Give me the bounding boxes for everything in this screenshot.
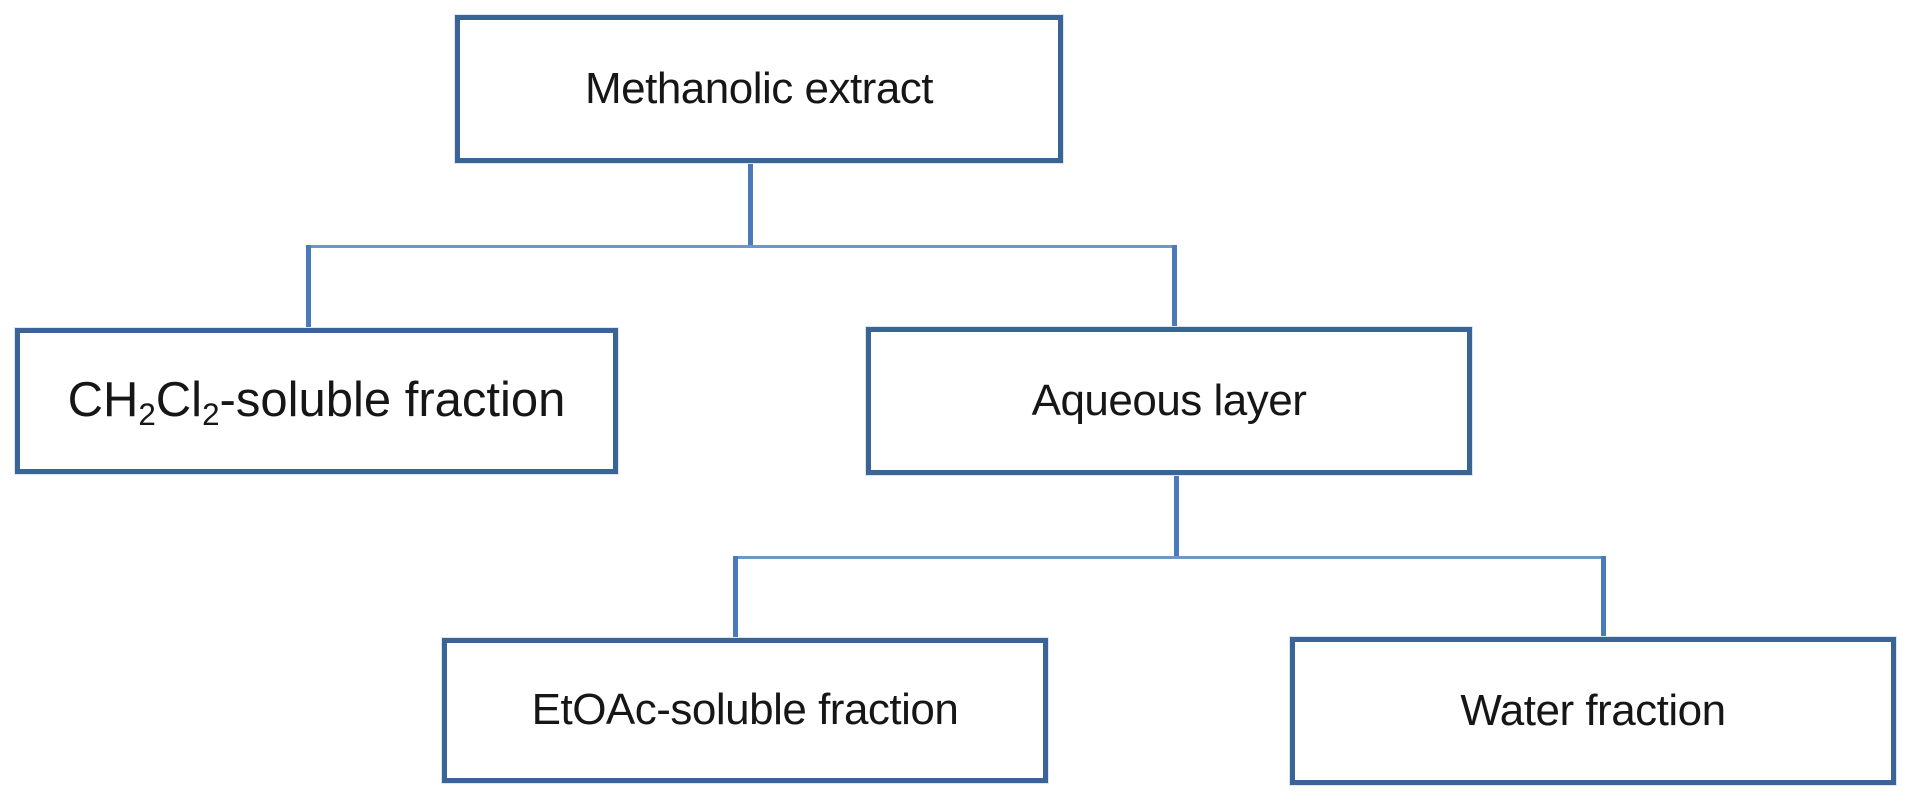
connector-rail-level-1 xyxy=(307,245,1176,248)
connector-drop-to-ch2cl2 xyxy=(306,245,311,330)
connector-methanolic-down xyxy=(748,161,753,248)
connector-drop-to-etoac xyxy=(733,556,738,640)
node-methanolic-extract: Methanolic extract xyxy=(455,15,1063,163)
connector-drop-to-aqueous xyxy=(1172,245,1177,329)
node-aqueous-layer: Aqueous layer xyxy=(866,327,1472,475)
connector-aqueous-down xyxy=(1174,473,1179,559)
node-ch2cl2-soluble-fraction: CH2Cl2-soluble fraction xyxy=(15,328,618,474)
node-ch2cl2-soluble-fraction-label: CH2Cl2-soluble fraction xyxy=(67,373,566,432)
node-water-fraction: Water fraction xyxy=(1290,637,1896,785)
node-water-fraction-label: Water fraction xyxy=(1460,685,1726,735)
connector-drop-to-water xyxy=(1601,556,1606,639)
node-aqueous-layer-label: Aqueous layer xyxy=(1031,375,1307,425)
node-etoac-soluble-fraction: EtOAc-soluble fraction xyxy=(442,638,1048,783)
connector-rail-level-2 xyxy=(734,556,1605,559)
node-methanolic-extract-label: Methanolic extract xyxy=(584,63,934,113)
node-etoac-soluble-fraction-label: EtOAc-soluble fraction xyxy=(531,685,959,735)
